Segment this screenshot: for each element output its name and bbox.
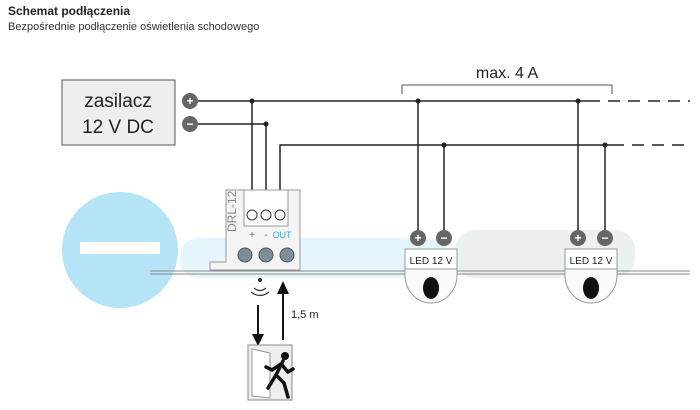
drl-12-device: DRL-12 + - OUT [209,189,301,271]
led-lamp-1: LED 12 V + − [404,230,458,304]
max-current-label: max. 4 A [476,65,539,82]
led-minus-terminal: − [440,231,447,245]
led-plus-terminal: + [414,231,421,245]
led-label: LED 12 V [410,256,453,267]
diagram-title: Schemat podłączenia [8,4,131,18]
power-supply-voltage: 12 V DC [82,117,154,138]
minus-terminal: − [186,117,193,131]
plus-terminal: + [186,94,193,108]
diagram-subtitle: Bezpośrednie podłączenie oświetlenia sch… [8,21,260,33]
junction-dots [249,98,608,148]
device-out-label: OUT [273,230,293,240]
distance-arrows [252,281,289,346]
device-name: DRL-12 [225,190,239,232]
max-current-bracket: max. 4 A [401,65,613,94]
led-lamp-2: LED 12 V + − [564,230,618,304]
led-label: LED 12 V [570,256,613,267]
exit-door-icon [247,344,295,401]
distance-label: 1,5 m [291,309,319,321]
watermark-logo [62,192,635,308]
sensor-waves-icon [250,277,270,297]
device-plus-label: + [249,230,255,241]
led-plus-terminal: + [574,231,581,245]
led-minus-terminal: − [601,231,608,245]
power-supply-label: zasilacz [84,91,152,112]
power-supply: zasilacz 12 V DC + − [61,79,198,146]
device-minus-label: - [264,230,267,241]
